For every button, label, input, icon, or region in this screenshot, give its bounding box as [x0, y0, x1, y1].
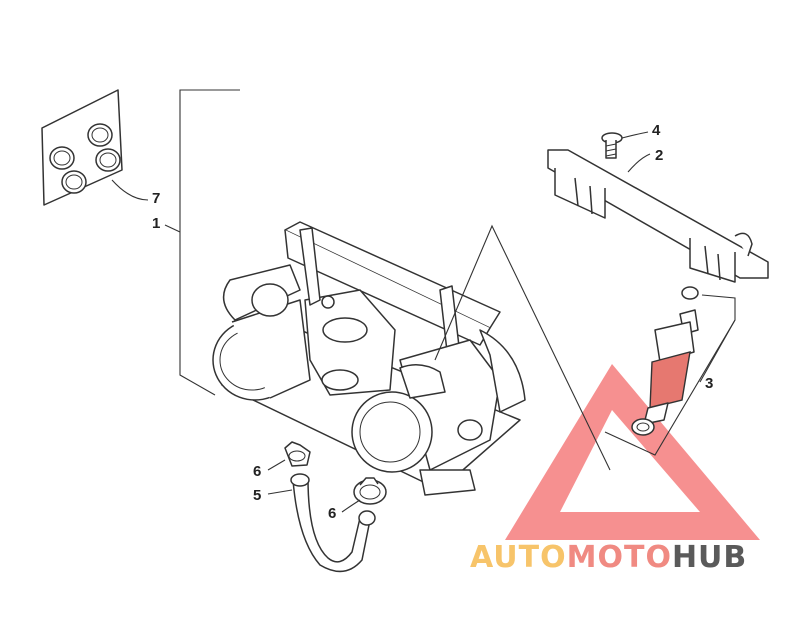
leader-4	[621, 131, 649, 139]
fuel-injector-part	[631, 309, 699, 436]
throttle-body-part	[212, 221, 526, 496]
watermark-triangle	[505, 364, 760, 540]
callout-1: 1	[152, 215, 160, 232]
callout-3: 3	[705, 375, 713, 392]
callout-7: 7	[152, 190, 160, 207]
hose-part	[290, 473, 376, 573]
fuel-rail-part	[547, 149, 769, 283]
callout-2: 2	[655, 147, 663, 164]
leader-5	[267, 489, 293, 495]
injector-pointer-line	[434, 224, 611, 471]
assembly-bracket-line	[179, 89, 240, 396]
leader-6b	[341, 499, 361, 513]
leader-3	[699, 319, 736, 383]
callout-4: 4	[652, 122, 661, 139]
leader-2	[627, 153, 651, 173]
watermark-logo	[505, 364, 760, 540]
leader-6a	[267, 459, 286, 471]
callout-5: 5	[253, 487, 261, 504]
clamp-lower	[353, 477, 387, 505]
leader-7	[111, 179, 149, 201]
clamp-upper	[284, 441, 311, 467]
leader-1	[164, 224, 181, 233]
watermark-auto: AUTO	[470, 540, 567, 575]
watermark-hub: HUB	[672, 540, 747, 575]
callout-6-lower: 6	[328, 505, 336, 522]
watermark-moto: MOTO	[567, 540, 672, 575]
gasket-plate-part	[41, 89, 123, 206]
o-ring-upper	[681, 286, 699, 300]
screw-part	[601, 132, 623, 159]
callout-6-upper: 6	[253, 463, 261, 480]
watermark-wordmark: AUTOMOTOHUB	[470, 540, 747, 575]
